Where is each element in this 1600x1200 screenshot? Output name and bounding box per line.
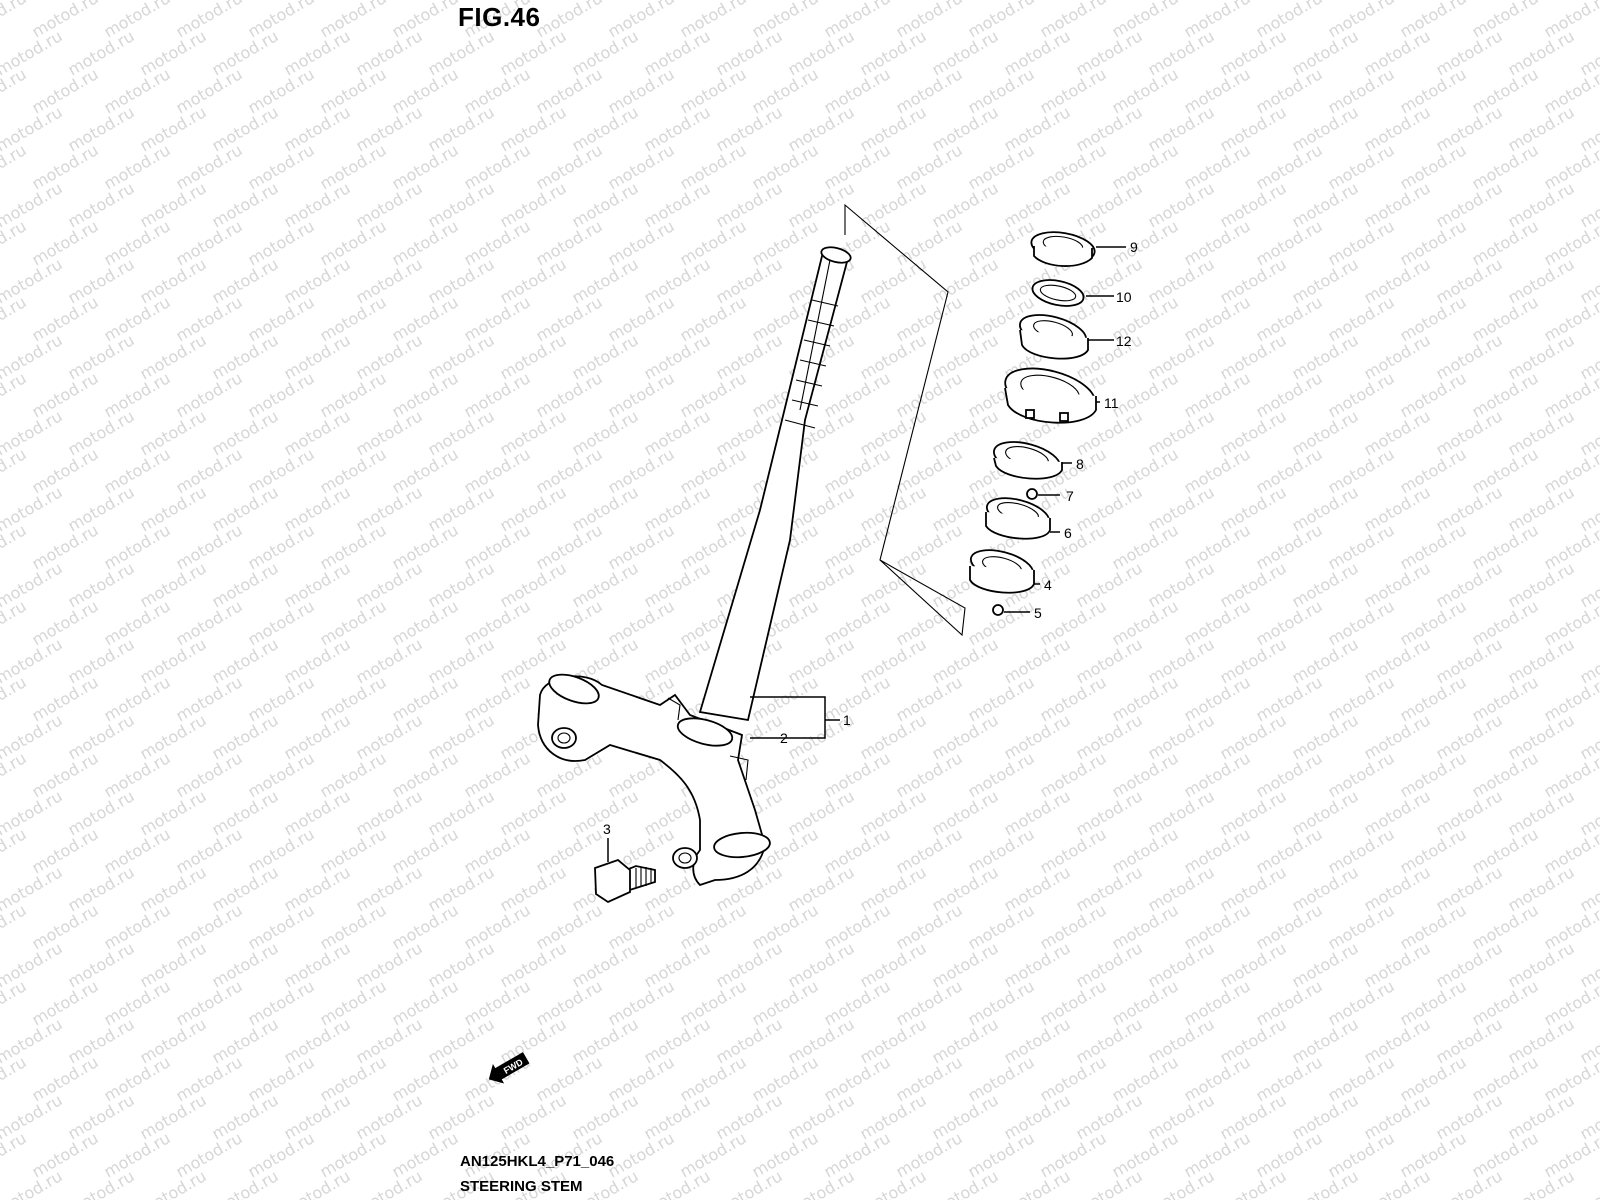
fwd-arrow-icon: FWD [488,1052,530,1084]
part-label-4: 4 [1044,577,1052,593]
part-label-10: 10 [1116,289,1132,305]
part-label-1: 1 [843,712,851,728]
leader-lines [607,246,1126,862]
part-label-5: 5 [1034,605,1042,621]
lock-nut-part-9 [1030,231,1096,267]
part-label-9: 9 [1130,239,1138,255]
figure-code: AN125HKL4_P71_046 [460,1153,615,1170]
part-label-3: 3 [603,821,611,837]
figure-name: STEERING STEM [460,1178,583,1195]
part-label-11: 11 [1104,395,1119,411]
part-label-7: 7 [1066,488,1074,504]
part-label-2: 2 [780,730,788,746]
bearing-race-part-4 [969,549,1035,594]
steering-stem-shaft [698,246,852,722]
part-label-8: 8 [1076,456,1084,472]
ball-part-7 [1026,488,1038,500]
figure-title: FIG.46 [458,2,541,32]
bolt-part-3 [594,858,656,904]
washer-part-10 [1031,279,1085,307]
part-label-12: 12 [1116,333,1132,349]
dust-seal-part-11 [1004,367,1097,424]
ball-part-5 [992,604,1004,616]
nut-part-12 [1019,314,1089,360]
bearing-part-6 [985,497,1051,540]
bearing-race-part-8 [993,441,1063,480]
part-labels: 9 10 12 11 8 7 6 4 5 1 2 3 [603,239,1138,837]
part-label-6: 6 [1064,525,1072,541]
lower-bracket [537,673,771,887]
parts-group-bracket [844,203,966,637]
